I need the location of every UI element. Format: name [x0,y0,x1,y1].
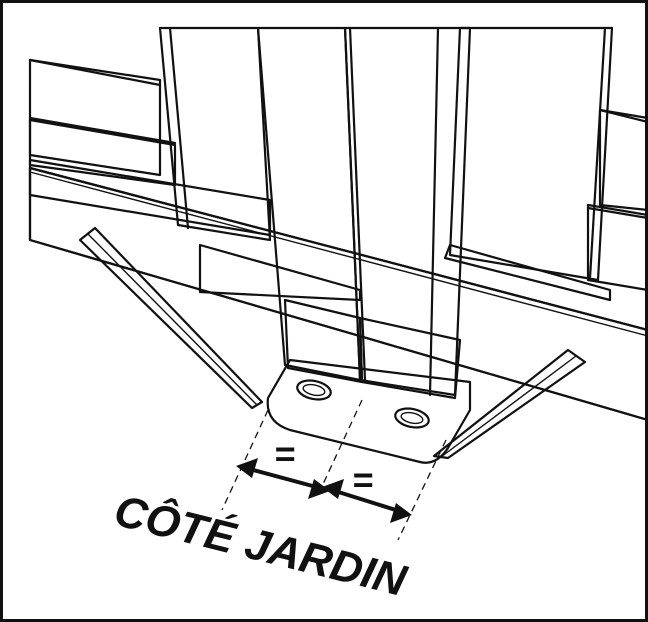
measure-arrow-left [236,458,330,499]
stake-right [432,348,587,460]
equal-mark-right: = [352,459,373,500]
vertical-panels [158,26,614,282]
guide-lines [221,399,447,541]
post-lower [283,298,462,400]
base-plate [266,358,472,464]
stake-left [78,226,264,410]
equal-mark-left: = [274,433,295,474]
measure-arrow-right [322,479,412,523]
beam-gap [198,243,362,302]
